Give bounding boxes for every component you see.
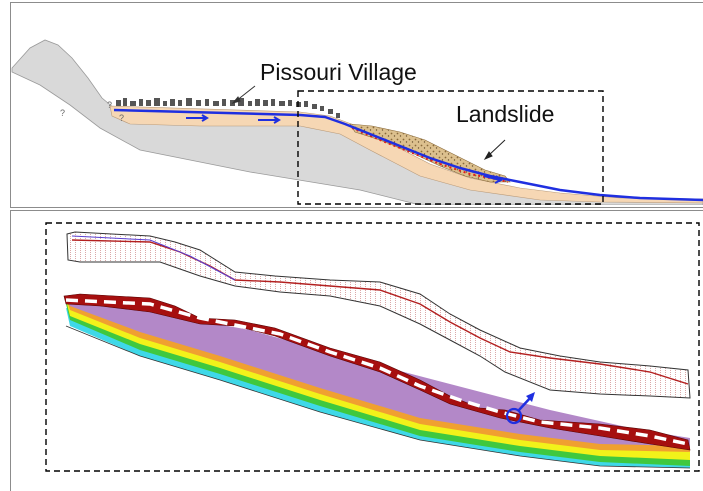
slip-surface (351, 127, 509, 183)
right-arrow-icon (186, 114, 209, 122)
landslide-label: Landslide (456, 101, 554, 127)
village-label: Pissouri Village (260, 59, 417, 85)
model-panel (10, 210, 703, 491)
numerical-model (63, 231, 691, 469)
cross-section-drawing: ? ? ? (11, 39, 703, 205)
circle-arrow-icon (505, 392, 535, 425)
pointer-arrow-icon (483, 139, 506, 161)
village-buildings (116, 98, 340, 118)
flow-path (113, 108, 703, 202)
marker-3-label: ? (107, 100, 112, 110)
right-arrow-icon (258, 116, 281, 124)
pointer-arrow-icon (231, 85, 256, 104)
lower-model-base (65, 325, 691, 469)
marker-1-label: ? (60, 108, 65, 118)
marker-2-label: ? (119, 113, 124, 123)
mesh-surface-line (71, 235, 236, 281)
slip-line-dashed (65, 298, 689, 446)
right-arrow-icon (483, 175, 503, 184)
landslide-zoom-frame (297, 90, 604, 205)
layer-dark-red (63, 293, 691, 451)
